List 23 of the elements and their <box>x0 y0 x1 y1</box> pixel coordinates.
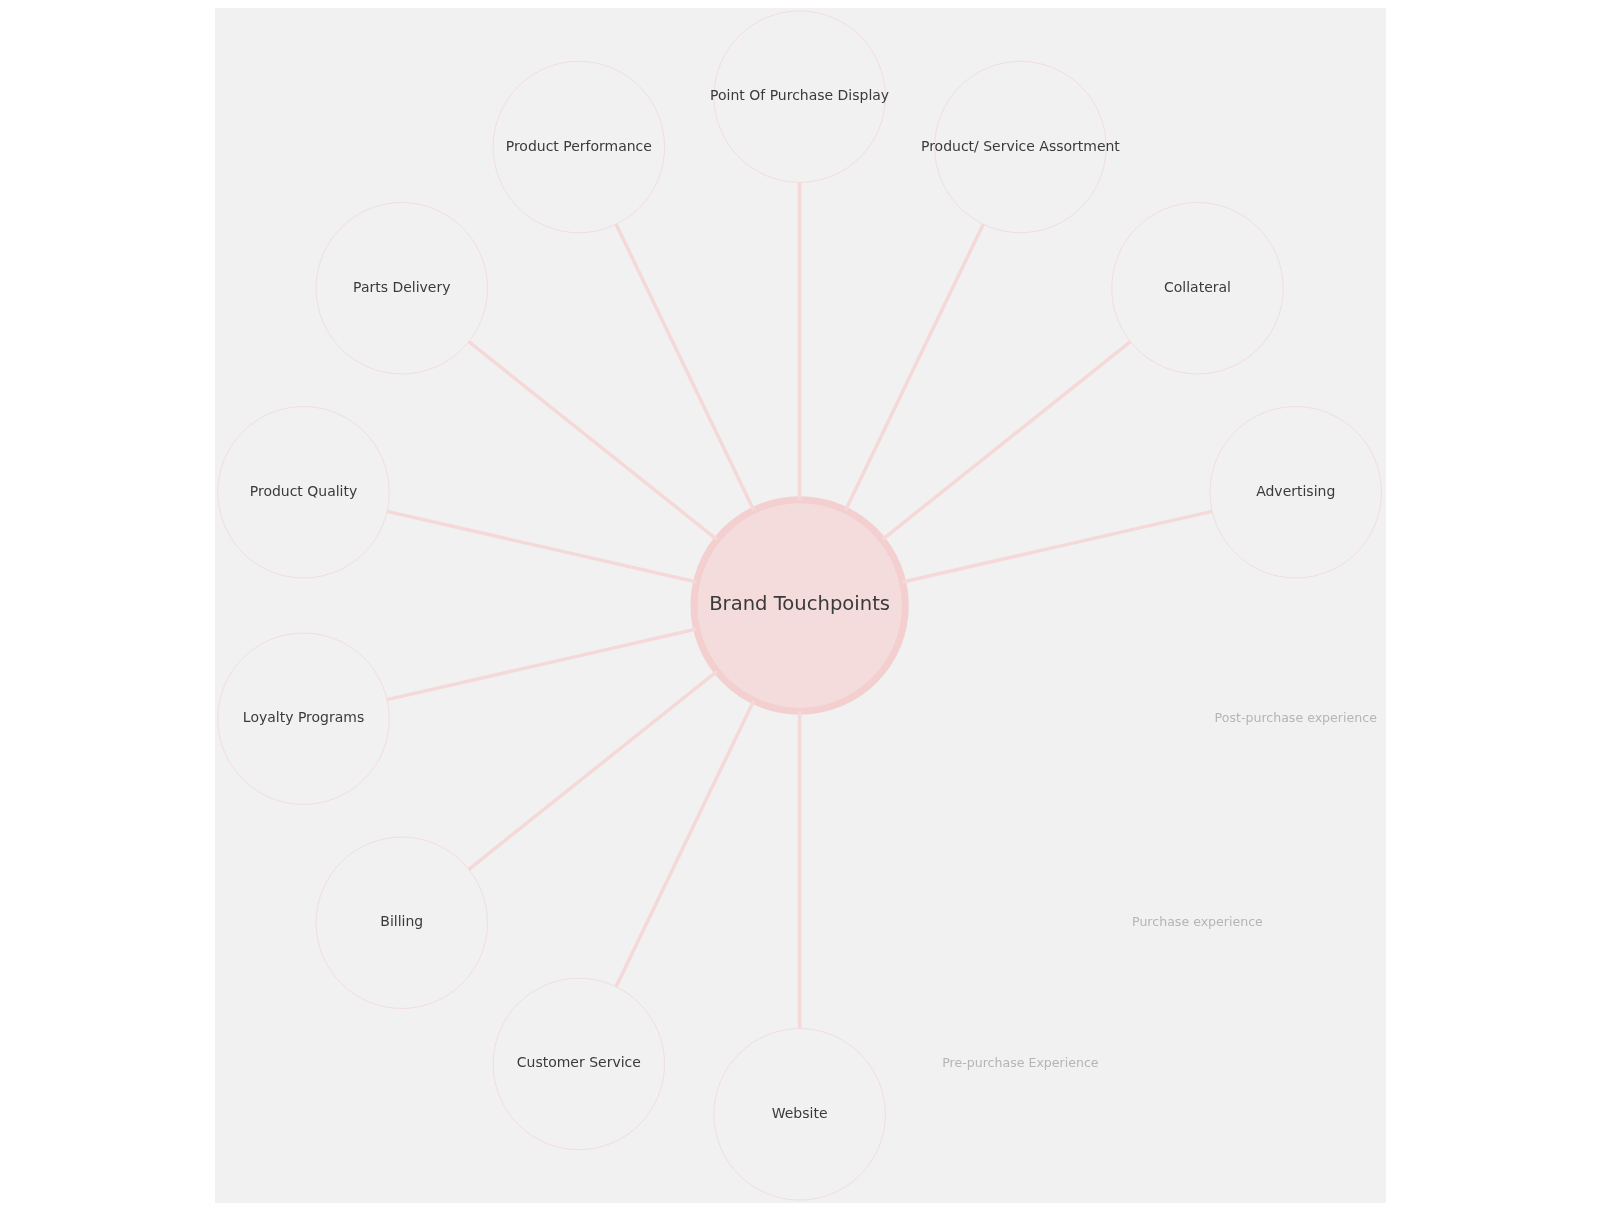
connector <box>614 700 755 988</box>
connector <box>386 509 697 584</box>
node-circle: Advertising <box>1209 406 1382 579</box>
node-circle: Product Quality <box>216 406 390 579</box>
connector <box>843 223 985 511</box>
label: Purchase experience <box>1131 913 1263 929</box>
connector <box>614 223 755 511</box>
node-circle: Billing <box>315 836 488 1009</box>
node-circle: Parts Delivery <box>315 202 488 375</box>
node-label: Product/ Service Assortment <box>920 137 1120 154</box>
connector <box>901 509 1212 584</box>
connector <box>467 340 718 541</box>
connector <box>386 627 697 702</box>
node-circle: Collateral <box>1110 202 1284 375</box>
label: Pre-purchase Experience <box>941 1055 1099 1071</box>
node-circle: Brand Touchpoints <box>689 496 909 715</box>
connector <box>467 670 718 871</box>
node-circle: Website <box>713 1028 886 1201</box>
connector <box>880 340 1131 541</box>
label: Post-purchase experience <box>1214 709 1377 725</box>
node-circle: Customer Service <box>492 977 665 1151</box>
node-circle: Product Performance <box>492 60 665 234</box>
node-circle: Loyalty Programs <box>216 632 390 805</box>
